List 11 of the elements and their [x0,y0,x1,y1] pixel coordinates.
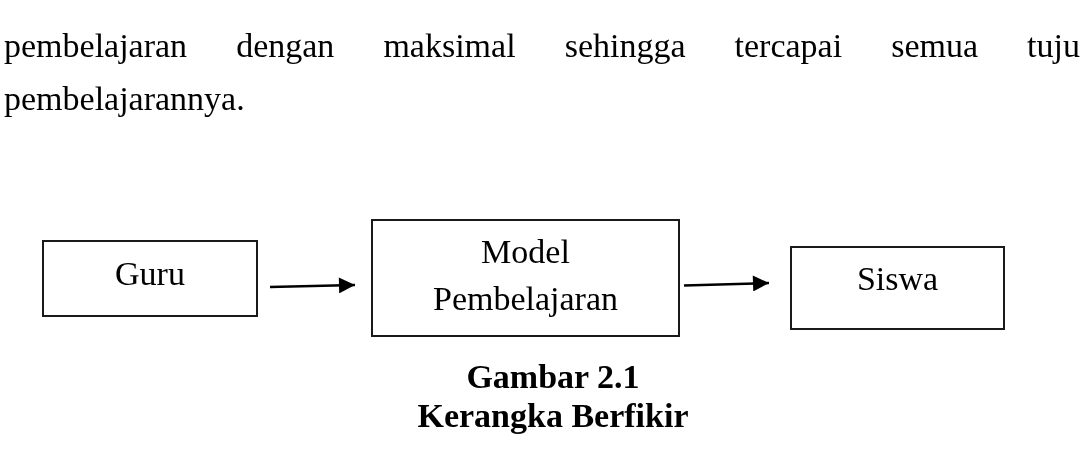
figure-caption: Gambar 2.1 Kerangka Berfikir [416,357,690,435]
arrow [683,275,770,292]
process-box [790,246,1005,330]
arrow [269,277,356,294]
paragraph-text: pembelajaran dengan maksimal sehingga tercapai semua tuju [4,28,1080,63]
paragraph-text: pembelajarannya. [4,81,245,116]
box-label: Model Pembelajaran [432,232,619,319]
process-box [42,240,258,317]
box-label: Siswa [856,261,939,296]
box-label: Guru [115,256,185,291]
process-box [371,219,680,337]
